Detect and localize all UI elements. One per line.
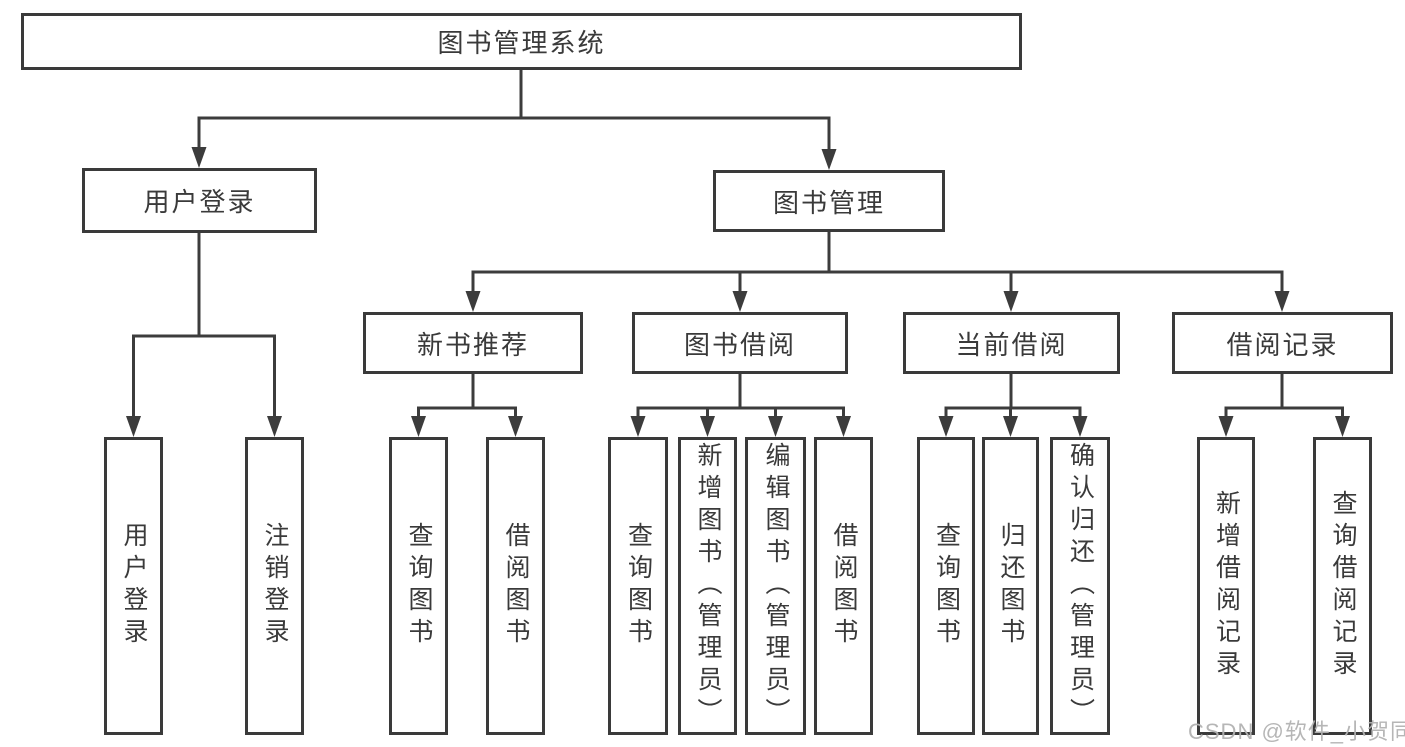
watermark: CSDN @软件_小贺同学 [1188, 719, 1405, 744]
leaf-borrowing-add-books-admin: 新增图书（管理员） [678, 437, 737, 735]
leaf-current-confirm-return-admin-label: 确认归还（管理员） [1066, 442, 1095, 730]
leaf-current-return-books-label: 归还图书 [997, 522, 1025, 650]
leaf-recommend-borrow-books: 借阅图书 [486, 437, 545, 735]
leaf-records-query-borrow-record-label: 查询借阅记录 [1329, 490, 1357, 682]
leaf-recommend-query-books: 查询图书 [389, 437, 448, 735]
node-user-login: 用户登录 [82, 168, 317, 233]
node-book-borrowing: 图书借阅 [632, 312, 848, 374]
leaf-current-query-books: 查询图书 [917, 437, 975, 735]
leaf-user-login-label: 用户登录 [120, 522, 148, 650]
leaf-recommend-query-books-label: 查询图书 [405, 522, 433, 650]
leaf-logout-label: 注销登录 [261, 522, 289, 650]
leaf-recommend-borrow-books-label: 借阅图书 [502, 522, 530, 650]
leaf-borrowing-add-books-admin-label: 新增图书（管理员） [694, 442, 722, 730]
node-book-management: 图书管理 [713, 170, 945, 232]
leaf-current-return-books: 归还图书 [982, 437, 1039, 735]
node-library-system: 图书管理系统 [21, 13, 1022, 70]
leaf-borrowing-edit-books-admin-label: 编辑图书（管理员） [762, 442, 790, 730]
node-new-book-recommendation: 新书推荐 [363, 312, 583, 374]
leaf-records-add-borrow-record-label: 新增借阅记录 [1212, 490, 1241, 682]
leaf-borrowing-edit-books-admin: 编辑图书（管理员） [745, 437, 806, 735]
node-borrowing-records: 借阅记录 [1172, 312, 1393, 374]
leaf-borrowing-query-books-label: 查询图书 [624, 522, 653, 650]
leaf-logout: 注销登录 [245, 437, 304, 735]
leaf-borrowing-borrow-books: 借阅图书 [814, 437, 873, 735]
leaf-current-confirm-return-admin: 确认归还（管理员） [1050, 437, 1110, 735]
node-current-borrowing: 当前借阅 [903, 312, 1120, 374]
leaf-current-query-books-label: 查询图书 [932, 522, 961, 650]
leaf-user-login: 用户登录 [104, 437, 163, 735]
leaf-borrowing-borrow-books-label: 借阅图书 [830, 522, 858, 650]
leaf-records-query-borrow-record: 查询借阅记录 [1313, 437, 1372, 735]
leaf-records-add-borrow-record: 新增借阅记录 [1197, 437, 1255, 735]
leaf-borrowing-query-books: 查询图书 [608, 437, 668, 735]
